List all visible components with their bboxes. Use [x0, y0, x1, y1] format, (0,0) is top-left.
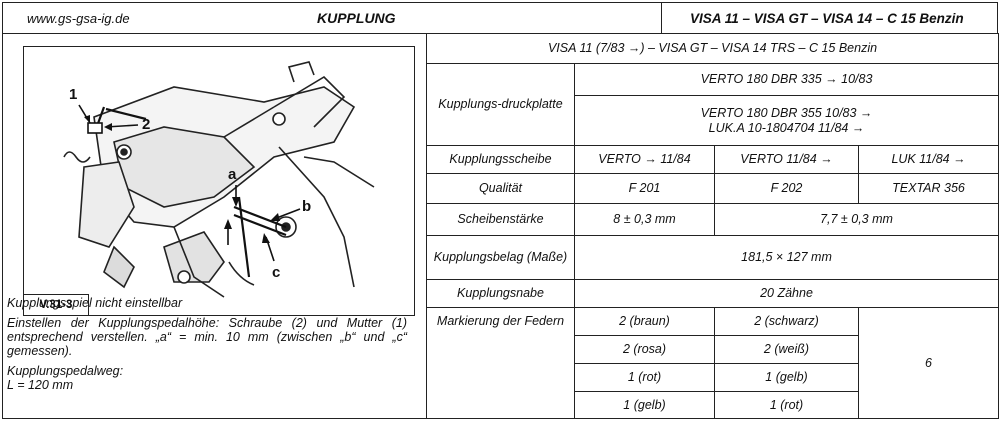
clutch-linkage-drawing: 1 2 a b c	[63, 61, 375, 298]
site-url: www.gs-gsa-ig.de	[27, 10, 130, 26]
table-row: Kupplungsnabe 20 Zähne	[426, 279, 1000, 308]
table-row: Kupplungsbelag (Maße) 181,5 × 127 mm	[426, 235, 1000, 280]
federn-c3: 6	[857, 307, 1000, 419]
adjustment-notes: Kupplungsspiel nicht einstellbar Einstel…	[7, 296, 407, 392]
qualitaet-c3: TEXTAR 356	[857, 173, 1000, 204]
table-row: Kupplungs-druckplatte VERTO 180 DBR 335 …	[426, 63, 1000, 146]
federn-r4-c2: 1 (rot)	[714, 391, 859, 419]
druckplatte-value-2: VERTO 180 DBR 355 10/83 → LUK.A 10-18047…	[573, 95, 1000, 146]
staerke-c1: 8 ± 0,3 mm	[574, 203, 715, 236]
scheibe-label: Kupplungsscheibe	[426, 145, 575, 174]
callout-c: c	[272, 264, 280, 281]
belag-value: 181,5 × 127 mm	[573, 235, 1000, 280]
qualitaet-c2: F 202	[714, 173, 859, 204]
druckplatte-verto-355: VERTO 180 DBR 355 10/83 →	[700, 105, 873, 120]
scheibe-c3: LUK 11/84 →	[857, 145, 1000, 174]
note-pedal-travel-value: L = 120 mm	[7, 378, 74, 392]
scheibe-c2: VERTO 11/84 →	[714, 145, 859, 174]
table-row: Qualität F 201 F 202 TEXTAR 356	[426, 173, 1000, 204]
federn-r3-c1: 1 (rot)	[574, 363, 715, 392]
callout-a: a	[228, 166, 237, 183]
scheibe-c1: VERTO → 11/84	[574, 145, 715, 174]
federn-r1-c2: 2 (schwarz)	[714, 307, 859, 336]
model-range: VISA 11 – VISA GT – VISA 14 – C 15 Benzi…	[661, 3, 964, 33]
federn-r2-c2: 2 (weiß)	[714, 335, 859, 364]
page-header: www.gs-gsa-ig.de KUPPLUNG VISA 11 – VISA…	[2, 2, 998, 34]
table-heading-row: VISA 11 (7/83 →) – VISA GT – VISA 14 TRS…	[425, 33, 1000, 64]
nabe-value: 20 Zähne	[573, 279, 1000, 308]
table-row: VERTO 180 DBR 355 10/83 → LUK.A 10-18047…	[427, 95, 1000, 146]
druckplatte-label: Kupplungs-druckplatte	[426, 63, 575, 146]
federn-r1-c1: 2 (braun)	[574, 307, 715, 336]
nabe-label: Kupplungsnabe	[426, 279, 575, 308]
staerke-c2: 7,7 ± 0,3 mm	[713, 203, 1000, 236]
federn-r3-c2: 1 (gelb)	[714, 363, 859, 392]
callout-b: b	[302, 198, 311, 215]
qualitaet-c1: F 201	[574, 173, 715, 204]
staerke-label: Scheibenstärke	[426, 203, 575, 236]
table-row: Markierung der Federn 2 (braun) 2 (schwa…	[426, 307, 1000, 419]
federn-r2-c1: 2 (rosa)	[574, 335, 715, 364]
druckplatte-luk: LUK.A 10-1804704 11/84 →	[708, 120, 865, 135]
table-row: 2 (rosa) 2 (weiß)	[427, 335, 999, 364]
druckplatte-value-1: VERTO 180 DBR 335 → 10/83	[573, 63, 1000, 96]
qualitaet-label: Qualität	[426, 173, 575, 204]
table-heading: VISA 11 (7/83 →) – VISA GT – VISA 14 TRS…	[425, 33, 1000, 64]
clutch-diagram: 1 2 a b c V	[23, 46, 415, 316]
table-row: 1 (rot) 1 (gelb)	[427, 363, 999, 392]
table-row: Kupplungsscheibe VERTO → 11/84 VERTO 11/…	[426, 145, 1000, 174]
federn-r4-c1: 1 (gelb)	[574, 391, 715, 419]
belag-label: Kupplungsbelag (Maße)	[426, 235, 575, 280]
note-clutch-play: Kupplungsspiel nicht einstellbar	[7, 296, 183, 310]
figure-label: V.31-3	[24, 294, 89, 315]
federn-label: Markierung der Federn	[426, 307, 575, 419]
callout-1: 1	[69, 86, 77, 103]
table-row: 1 (gelb) 1 (rot)	[427, 391, 999, 419]
note-pedal-height: Einstellen der Kupplungspedalhöhe: Schra…	[7, 316, 407, 358]
callout-2: 2	[142, 116, 150, 133]
left-column: 1 2 a b c V	[2, 33, 427, 419]
table-row: Scheibenstärke 8 ± 0,3 mm 7,7 ± 0,3 mm	[426, 203, 1000, 236]
page-title: KUPPLUNG	[317, 10, 396, 26]
clutch-spec-table: VISA 11 (7/83 →) – VISA GT – VISA 14 TRS…	[425, 33, 1000, 419]
note-pedal-travel-label: Kupplungspedalweg:	[7, 364, 124, 378]
